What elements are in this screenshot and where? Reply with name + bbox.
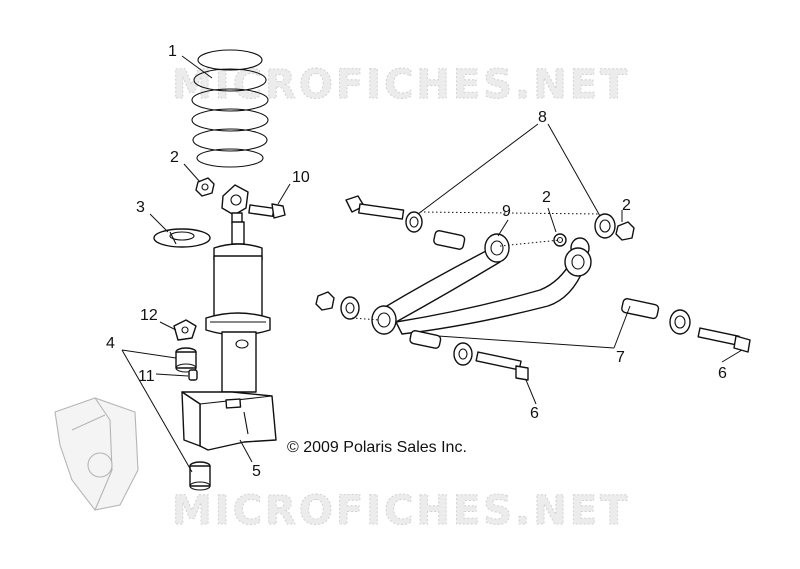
callout-2-rear: 2 [622,197,631,214]
callout-12: 12 [140,307,158,324]
nut-lower-left [315,291,335,311]
watermark-bottom: MICROFICHES.NET [172,488,630,534]
watermark-top: MICROFICHES.NET [172,62,630,108]
callout-3: 3 [136,199,145,216]
bushing-8-rear [594,213,616,239]
lower-housing [181,391,277,451]
fitting-11 [188,369,198,381]
shock-absorber [205,221,271,393]
callout-7: 7 [616,349,625,366]
callout-6-lower: 6 [530,405,539,422]
a-arm [371,233,592,335]
copyright-text: © 2009 Polaris Sales Inc. [287,439,467,456]
bolt-6-right [697,327,751,353]
knuckle-ghost [54,397,139,511]
callout-6-right: 6 [718,365,727,382]
callout-2-mid: 2 [542,189,551,206]
bushing-lower-4 [189,461,211,491]
shock-upper-eye [221,184,249,224]
callout-4: 4 [106,335,115,352]
nut-lower-mid [453,342,473,366]
callout-5: 5 [252,463,261,480]
bolt-6-lower [475,351,529,381]
bushing-8-front [405,211,423,233]
sleeve-front [433,230,466,250]
bushing-lower-left [340,296,360,320]
leader-lines [121,55,743,473]
dotted-line-lower [351,317,381,321]
callout-2-shock: 2 [170,149,179,166]
bushing-upper-4 [175,347,197,373]
dotted-line-mid [499,239,561,247]
sleeve-7-right [621,298,660,320]
nut-2-rear [615,221,635,241]
callout-10: 10 [292,169,310,186]
spring-retainer [153,228,211,248]
callout-11: 11 [138,368,155,385]
nut-shock-upper [195,177,215,197]
bushing-right [669,309,691,335]
callout-8: 8 [538,109,547,126]
callout-9: 9 [502,203,511,220]
bolt-upper-a-arm [345,195,405,220]
coil-spring [191,49,269,168]
washer-12 [173,319,197,341]
callout-1: 1 [168,43,177,60]
sleeve-7-left [409,330,442,349]
bolt-shock-upper [248,203,286,219]
